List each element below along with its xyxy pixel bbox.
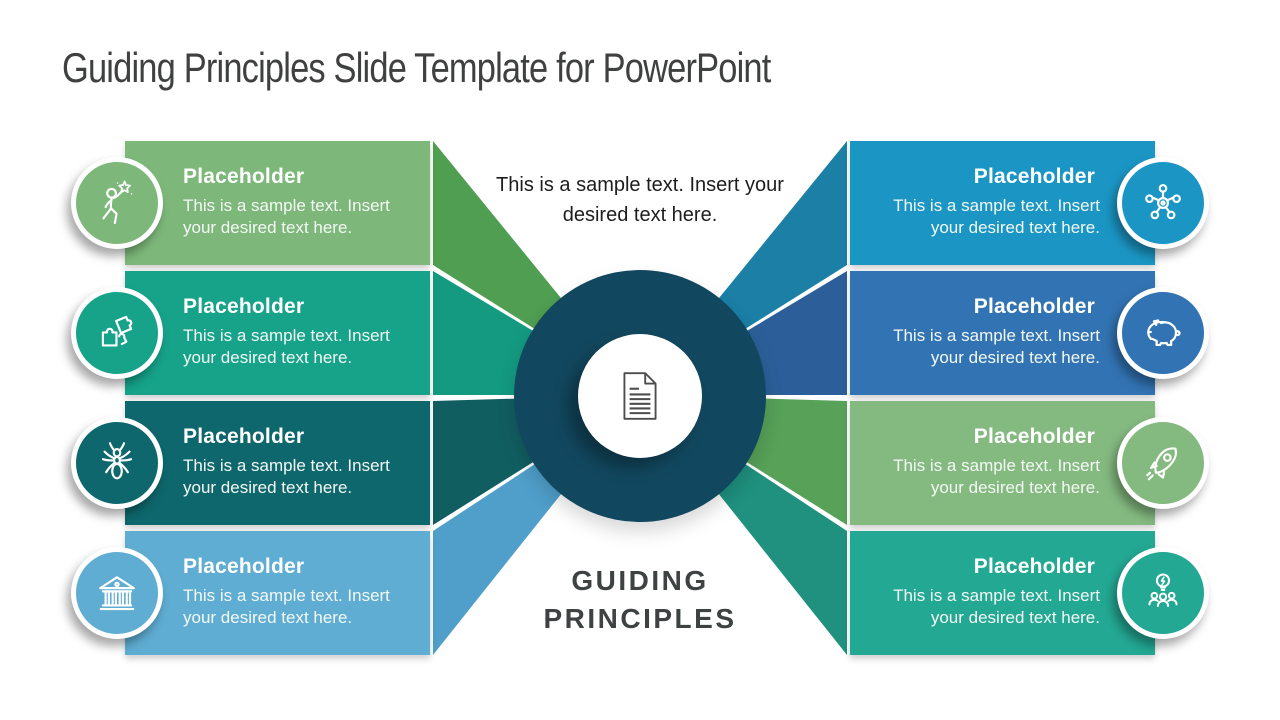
box-title: Placeholder <box>183 165 305 188</box>
placeholder-box-8: Placeholder This is a sample text. Inser… <box>850 531 1209 655</box>
document-icon <box>623 372 657 420</box>
network-icon <box>1117 157 1209 249</box>
guiding-principles-label: GUIDING PRINCIPLES <box>543 565 737 634</box>
box-background <box>850 141 1155 265</box>
box-title: Placeholder <box>973 295 1095 318</box>
box-title: Placeholder <box>183 555 305 578</box>
box-title: Placeholder <box>183 295 305 318</box>
box-background <box>125 271 430 395</box>
box-body: This is a sample text. Insert your desir… <box>893 326 1100 368</box>
box-title: Placeholder <box>183 425 305 448</box>
placeholder-box-2: Placeholder This is a sample text. Inser… <box>71 271 430 395</box>
box-title: Placeholder <box>973 555 1095 578</box>
box-background <box>850 531 1155 655</box>
box-background <box>125 141 430 265</box>
center-inner-circle <box>578 334 702 458</box>
puzzle-icon <box>71 287 163 379</box>
slide-title: Guiding Principles Slide Template for Po… <box>62 44 771 91</box>
box-title: Placeholder <box>973 165 1095 188</box>
box-body: This is a sample text. Insert your desir… <box>893 456 1100 498</box>
placeholder-box-5: Placeholder This is a sample text. Inser… <box>850 141 1209 265</box>
box-background <box>850 401 1155 525</box>
bank-icon <box>71 547 163 639</box>
box-body: This is a sample text. Insert your desir… <box>183 586 390 628</box>
placeholder-box-1: Placeholder This is a sample text. Inser… <box>71 141 430 265</box>
box-body: This is a sample text. Insert your desir… <box>183 196 390 238</box>
placeholder-box-7: Placeholder This is a sample text. Inser… <box>850 401 1209 525</box>
center-circle <box>514 270 766 522</box>
box-body: This is a sample text. Insert your desir… <box>893 196 1100 238</box>
box-background <box>125 401 430 525</box>
person-star-icon <box>71 157 163 249</box>
box-body: This is a sample text. Insert your desir… <box>893 586 1100 628</box>
placeholder-box-3: Placeholder This is a sample text. Inser… <box>71 401 430 525</box>
box-body: This is a sample text. Insert your desir… <box>183 456 390 498</box>
box-title: Placeholder <box>973 425 1095 448</box>
placeholder-box-6: Placeholder This is a sample text. Inser… <box>850 271 1209 395</box>
placeholder-box-4: Placeholder This is a sample text. Inser… <box>71 531 430 655</box>
box-body: This is a sample text. Insert your desir… <box>183 326 390 368</box>
center-sample-text: This is a sample text. Insert your desir… <box>496 174 784 226</box>
box-background <box>125 531 430 655</box>
box-background <box>850 271 1155 395</box>
team-idea-icon <box>1117 547 1209 639</box>
rocket-icon <box>1117 417 1209 509</box>
piggy-bank-icon <box>1117 287 1209 379</box>
ant-icon <box>71 417 163 509</box>
